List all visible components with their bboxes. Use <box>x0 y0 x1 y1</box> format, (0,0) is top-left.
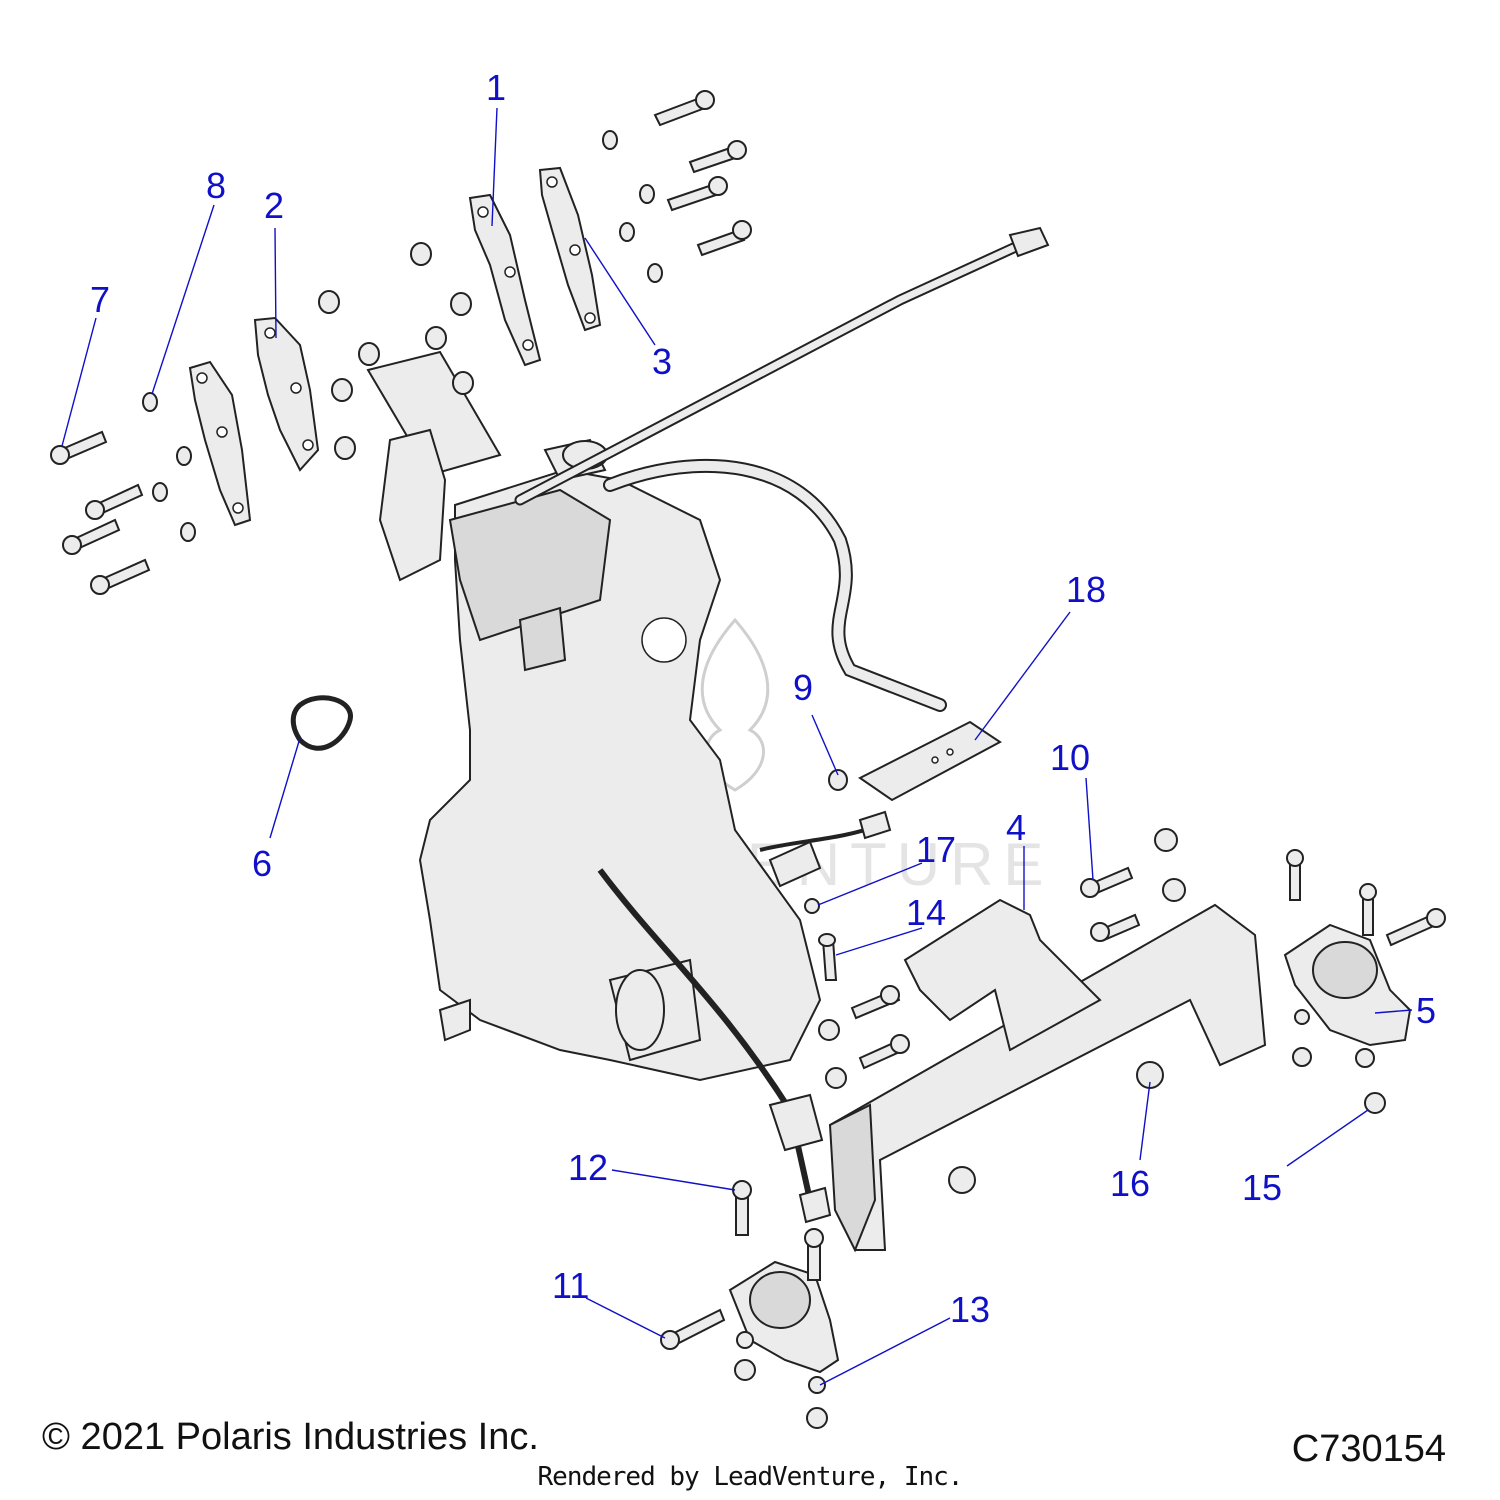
callout-12: 12 <box>568 1147 608 1188</box>
callout-16: 16 <box>1110 1163 1150 1204</box>
rendered-by-text: Rendered by LeadVenture, Inc. <box>537 1462 964 1492</box>
callout-11: 11 <box>552 1265 589 1306</box>
callout-10: 10 <box>1050 737 1090 778</box>
shield-plate-18[interactable] <box>858 720 1002 802</box>
engine-assembly[interactable] <box>378 428 822 1082</box>
spark-plug-wire[interactable] <box>514 226 1050 506</box>
left-bolts[interactable] <box>50 392 196 595</box>
breather-hose[interactable] <box>603 458 947 712</box>
callout-8: 8 <box>206 165 226 206</box>
callout-labels: 1 2 3 4 5 6 7 8 9 10 11 12 13 14 15 16 1… <box>90 67 1436 1330</box>
copyright-text: © 2021 Polaris Industries Inc. <box>42 1416 539 1458</box>
callout-14: 14 <box>906 892 946 933</box>
lower-fasteners[interactable] <box>660 1180 828 1429</box>
engine-mount-crossmember-4[interactable] <box>828 898 1267 1253</box>
callout-1: 1 <box>486 67 506 108</box>
right-fasteners[interactable] <box>804 828 1446 1194</box>
callout-4: 4 <box>1006 807 1026 848</box>
callout-9: 9 <box>793 667 813 708</box>
engine-mount-lower[interactable] <box>728 1260 840 1374</box>
callout-17: 17 <box>916 829 956 870</box>
callout-13: 13 <box>950 1289 990 1330</box>
engine-mount-bracket-3[interactable] <box>538 166 602 332</box>
callout-15: 15 <box>1242 1167 1282 1208</box>
o-ring-6[interactable] <box>290 695 353 751</box>
engine-mount-bracket-left-a[interactable] <box>253 316 320 472</box>
callout-2: 2 <box>264 185 284 226</box>
wiring-harness[interactable] <box>597 810 892 1224</box>
engine-mount-bracket-1[interactable] <box>468 193 542 367</box>
top-bolts[interactable] <box>653 90 752 257</box>
callout-6: 6 <box>252 843 272 884</box>
engine-mount-bracket-left-b[interactable] <box>188 360 252 527</box>
callout-18: 18 <box>1066 569 1106 610</box>
leader-lines <box>61 107 1413 1386</box>
engine-mount-5[interactable] <box>1283 923 1412 1047</box>
diagram-code: C730154 <box>1291 1428 1446 1470</box>
clip-9[interactable] <box>828 769 848 791</box>
callout-5: 5 <box>1416 990 1436 1031</box>
top-nuts-washers[interactable] <box>318 130 663 460</box>
callout-7: 7 <box>90 279 110 320</box>
callout-3: 3 <box>652 341 672 382</box>
